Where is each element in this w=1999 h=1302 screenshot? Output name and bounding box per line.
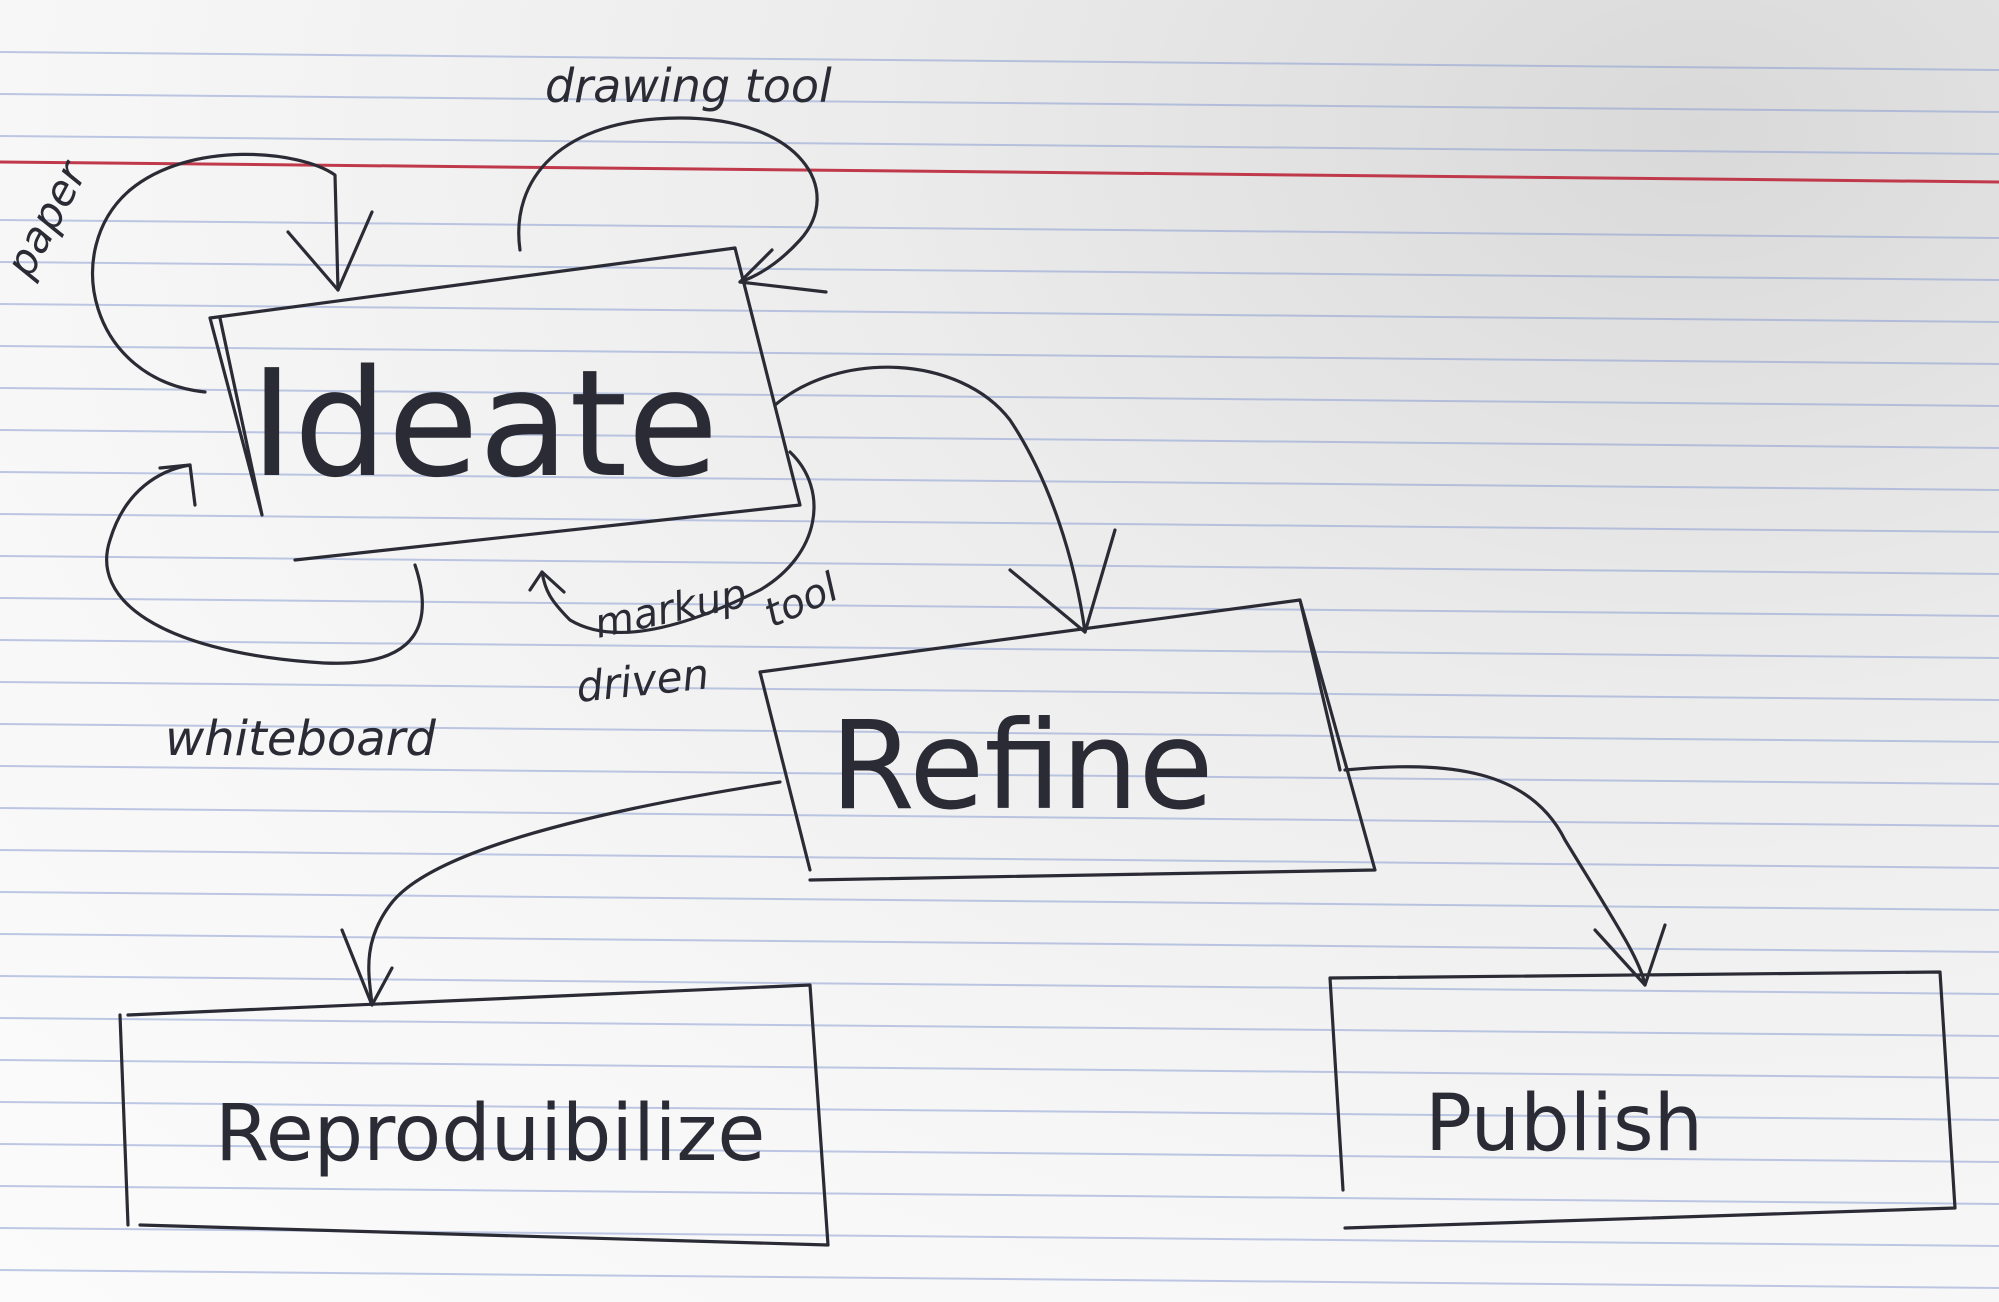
whiteboard-label: whiteboard — [165, 711, 436, 767]
whiteboard-loop-arrowhead — [158, 463, 197, 507]
driven-label: driven — [574, 649, 711, 712]
ruled-line — [0, 807, 1999, 827]
tool-label: tool — [757, 564, 845, 637]
edge-refine-to-reproducibilize — [340, 780, 782, 1007]
ruled-line — [0, 723, 1999, 743]
markup-label: markup — [591, 571, 751, 648]
ruled-line — [0, 1185, 1999, 1205]
ruled-line — [0, 1059, 1999, 1079]
ruled-line — [0, 135, 1999, 155]
ruled-line — [0, 303, 1999, 323]
reproducibilize-box — [118, 983, 830, 1247]
edge-whiteboard-loop: whiteboard — [105, 463, 436, 767]
ideate-to-refine-arrowhead — [1008, 528, 1117, 634]
ruled-line — [0, 93, 1999, 113]
node-publish: Publish — [1328, 970, 1957, 1230]
ruled-line — [0, 891, 1999, 911]
ruled-line — [0, 1269, 1999, 1289]
ruled-line — [0, 933, 1999, 953]
ruled-line — [0, 1101, 1999, 1121]
ruled-line — [0, 639, 1999, 659]
refine-to-reproducibilize-arrowhead — [340, 928, 394, 1007]
margin-line — [0, 160, 1999, 184]
paper-loop-arrowhead — [286, 210, 374, 292]
ruled-line — [0, 681, 1999, 701]
ruled-line — [0, 1143, 1999, 1163]
ruled-lines — [0, 51, 1999, 1289]
refine-to-publish-arrowhead — [1593, 923, 1667, 987]
ruled-line — [0, 555, 1999, 575]
ruled-line — [0, 513, 1999, 533]
refine-box — [758, 598, 1377, 882]
ruled-line — [0, 429, 1999, 449]
ruled-line — [0, 1017, 1999, 1037]
edge-refine-to-publish — [1343, 765, 1667, 987]
ruled-line — [0, 471, 1999, 491]
ruled-line — [0, 345, 1999, 365]
whiteboard-loop-arrow — [105, 463, 424, 665]
drawing-tool-label: drawing tool — [545, 59, 832, 113]
ruled-line — [0, 387, 1999, 407]
refine-label: Refine — [830, 695, 1214, 837]
reproducibilize-label: Reproduibilize — [215, 1089, 765, 1179]
edge-ideate-to-refine — [773, 365, 1117, 634]
ruled-line — [0, 849, 1999, 869]
paper-label: paper — [0, 151, 97, 285]
refine-to-reproducibilize-arrow — [367, 780, 782, 1007]
ruled-line — [0, 765, 1999, 785]
edge-drawing-tool-loop: drawing tool — [517, 59, 832, 294]
drawing-tool-loop-arrow — [517, 116, 819, 284]
ruled-line — [0, 597, 1999, 617]
ideate-label: Ideate — [250, 338, 718, 510]
drawing-tool-loop-arrowhead — [738, 248, 828, 294]
ruled-line — [0, 975, 1999, 995]
markup-loop-arrow — [540, 450, 816, 634]
refine-to-publish-arrow — [1343, 765, 1647, 987]
node-ideate: Ideate — [208, 246, 802, 562]
ideate-to-refine-arrow — [773, 365, 1087, 634]
publish-label: Publish — [1425, 1079, 1703, 1169]
markup-loop-arrowhead — [528, 570, 566, 594]
ruled-line — [0, 219, 1999, 239]
node-refine: Refine — [758, 598, 1377, 882]
ruled-line — [0, 51, 1999, 71]
paper-loop-arrow — [91, 152, 340, 394]
node-reproducibilize: Reproduibilize — [118, 983, 830, 1247]
ruled-line — [0, 261, 1999, 281]
ideate-box — [208, 246, 802, 562]
